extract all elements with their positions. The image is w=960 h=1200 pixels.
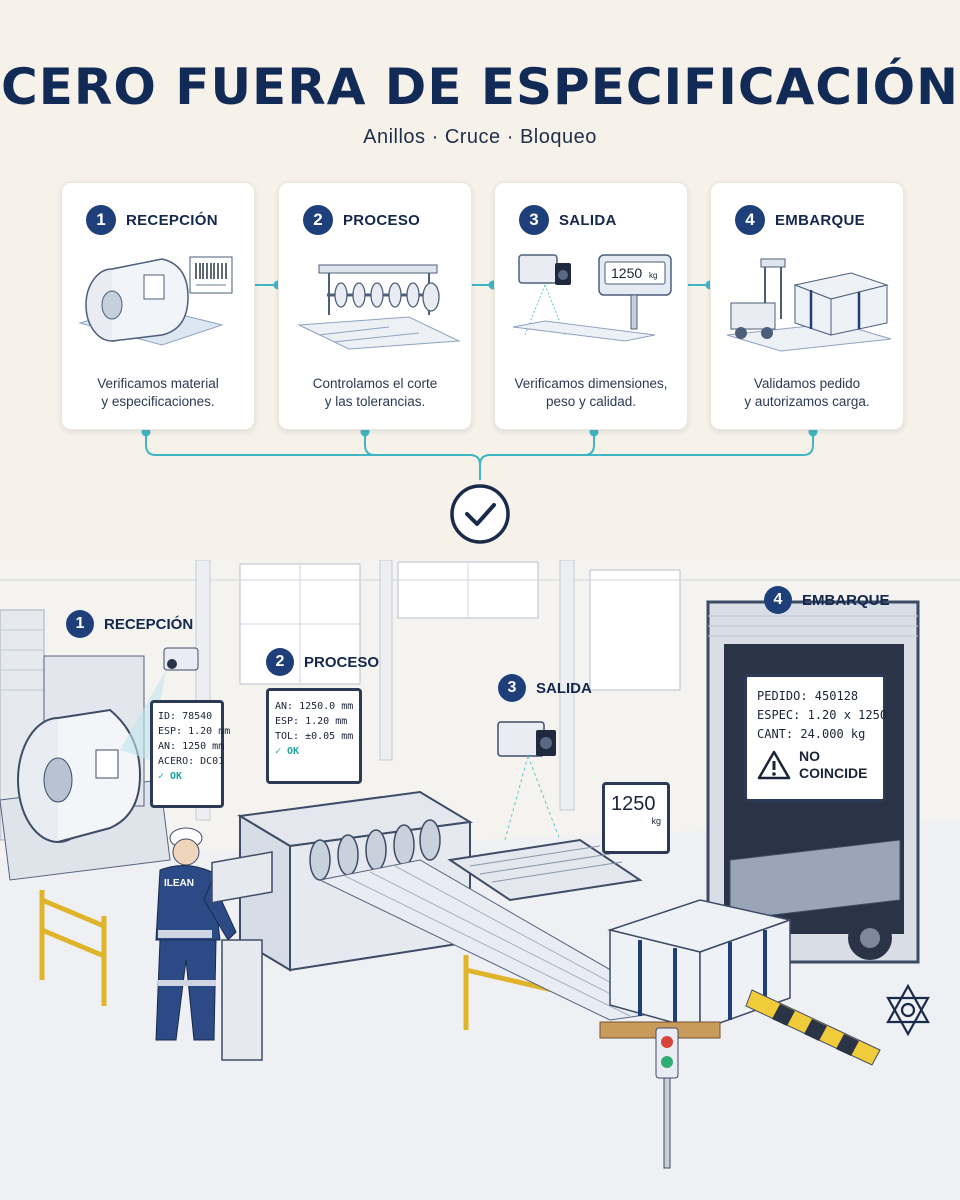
step-desc-line: y especificaciones.	[101, 394, 215, 409]
scene-step-title: RECEPCIÓN	[104, 615, 194, 633]
step-number: 4	[735, 205, 765, 235]
step-number: 2	[303, 205, 333, 235]
camera-icon	[518, 254, 571, 285]
worker-badge: ILEAN	[164, 878, 194, 889]
panel-line: ACERO: DC01	[158, 756, 225, 767]
step-number: 1	[86, 205, 116, 235]
panel-line: ESPEC: 1.20 x 1250	[757, 708, 888, 722]
step-desc-line: Validamos pedido	[753, 376, 861, 391]
step-card-shipping: 4 EMBARQUE Validamos pedido y autorizamo…	[710, 182, 904, 430]
status-ok-badge: ✓ OK	[158, 771, 183, 782]
warning-text: NO	[799, 748, 820, 764]
step-title: PROCESO	[343, 211, 421, 229]
step-card-reception: 1 RECEPCIÓN Verificamos material y espec…	[61, 182, 255, 430]
control-console-icon	[211, 851, 273, 1061]
step-title: RECEPCIÓN	[126, 211, 218, 229]
factory-scene: 1 RECEPCIÓN 2 PROCESO 3 SALIDA 4 EMBARQU…	[0, 560, 960, 1200]
step-desc-line: Verificamos dimensiones,	[514, 376, 668, 391]
scale-value: 1250	[611, 265, 642, 281]
step-desc-line: y autorizamos carga.	[744, 394, 870, 409]
panel-line: CANT: 24.000 kg	[757, 727, 866, 741]
step-desc-line: y las tolerancias.	[324, 394, 426, 409]
panel-line: PEDIDO: 450128	[757, 689, 859, 703]
step-desc-line: Verificamos material	[97, 376, 219, 391]
barcode-icon	[189, 256, 233, 294]
step-number: 3	[519, 205, 549, 235]
scene-step-number: 1	[66, 610, 94, 638]
page-subtitle: Anillos · Cruce · Bloqueo	[363, 126, 597, 148]
step-title: EMBARQUE	[775, 211, 865, 229]
panel-line: TOL: ±0.05 mm	[275, 731, 354, 742]
camera-icon	[163, 647, 199, 671]
warning-text: COINCIDE	[799, 765, 868, 781]
steel-coil-icon	[17, 708, 142, 843]
shipping-info-panel: PEDIDO: 450128 ESPEC: 1.20 x 1250 CANT: …	[744, 674, 888, 802]
scene-step-title: EMBARQUE	[802, 591, 890, 609]
scene-label-shipping: 4 EMBARQUE	[764, 586, 890, 614]
panel-line: ID: 78540	[158, 711, 213, 722]
panel-line: AN: 1250 mm	[158, 741, 225, 752]
check-circle-icon	[450, 484, 510, 544]
slitting-machine-icon	[297, 264, 461, 350]
worker-illustration	[155, 827, 237, 1041]
scene-label-reception: 1 RECEPCIÓN	[66, 610, 193, 638]
step-card-exit: 3 SALIDA 1250 kg Verificamos dimensiones…	[494, 182, 688, 430]
camera-icon	[497, 721, 556, 757]
scale-unit: kg	[649, 271, 657, 280]
forklift-pallet-icon	[726, 258, 892, 352]
status-ok-badge: ✓ OK	[275, 746, 300, 757]
exit-scale-display: 1250 kg	[602, 782, 670, 854]
scene-step-number: 2	[266, 648, 294, 676]
step-card-process: 2 PROCESO Controlamos el corte y las tol…	[278, 182, 472, 430]
scene-step-title: SALIDA	[536, 679, 592, 697]
scale-display-icon: 1250 kg	[598, 254, 672, 330]
scale-value: 1250	[611, 793, 656, 815]
warning-icon	[757, 750, 791, 780]
scene-label-exit: 3 SALIDA	[498, 674, 592, 702]
scale-unit: kg	[651, 816, 661, 826]
factory-illustration	[0, 560, 960, 1200]
panel-line: ESP: 1.20 mm	[158, 726, 231, 737]
reception-info-panel: ID: 78540 ESP: 1.20 mm AN: 1250 mm ACERO…	[150, 700, 231, 808]
scene-step-number: 4	[764, 586, 792, 614]
scene-step-number: 3	[498, 674, 526, 702]
step-desc-line: Controlamos el corte	[312, 376, 438, 391]
steel-coil-icon	[78, 256, 233, 346]
panel-line: AN: 1250.0 mm	[275, 701, 354, 712]
brand-logo-icon	[886, 983, 930, 1037]
process-info-panel: AN: 1250.0 mm ESP: 1.20 mm TOL: ±0.05 mm…	[266, 688, 362, 784]
panel-line: ESP: 1.20 mm	[275, 716, 348, 727]
scene-label-process: 2 PROCESO	[266, 648, 379, 676]
page-title: CERO FUERA DE ESPECIFICACIÓN	[1, 58, 959, 116]
scene-step-title: PROCESO	[304, 653, 380, 671]
step-title: SALIDA	[559, 211, 617, 229]
inspection-illustration: 1250 kg	[512, 254, 672, 342]
step-desc-line: peso y calidad.	[545, 394, 637, 409]
traffic-light-icon	[655, 1027, 679, 1169]
